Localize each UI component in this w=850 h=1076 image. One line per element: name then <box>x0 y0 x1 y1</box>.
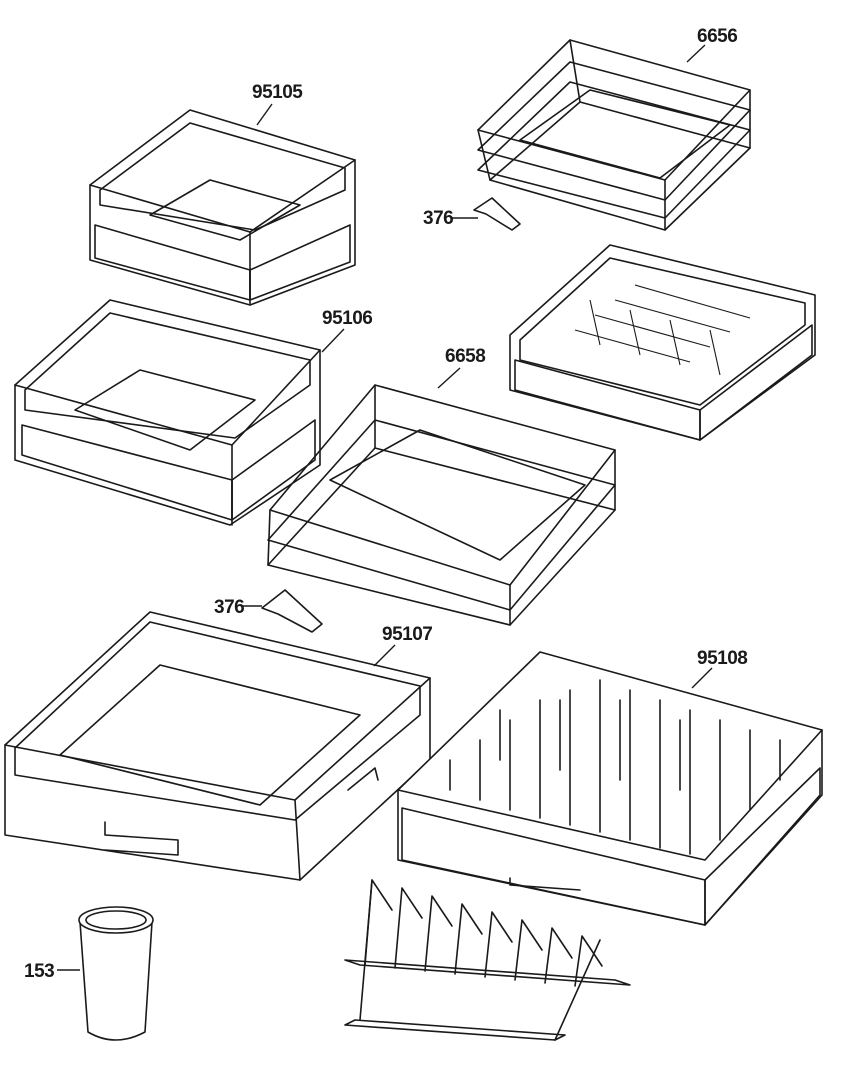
cutlery-cylinder-153 <box>57 906 154 1041</box>
label-6658: 6658 <box>445 346 485 367</box>
label-6656: 6656 <box>697 26 737 47</box>
label-95105: 95105 <box>252 82 303 103</box>
rack-95107 <box>4 611 431 881</box>
label-95108: 95108 <box>697 648 747 669</box>
wire-basket-6656 <box>477 39 751 231</box>
clip-376-lower <box>242 589 323 633</box>
label-153: 153 <box>24 961 54 982</box>
clip-376-upper <box>452 197 521 231</box>
rack-95108 <box>397 651 823 926</box>
label-376-upper: 376 <box>423 208 453 229</box>
plate-rack <box>344 879 631 1041</box>
label-95106: 95106 <box>322 308 372 329</box>
wire-basket-6658 <box>267 367 616 626</box>
rack-95105 <box>89 103 356 306</box>
label-95107: 95107 <box>382 624 432 645</box>
label-376-lower: 376 <box>214 597 244 618</box>
rack-with-dividers <box>509 244 816 441</box>
rack-95106 <box>14 299 345 526</box>
